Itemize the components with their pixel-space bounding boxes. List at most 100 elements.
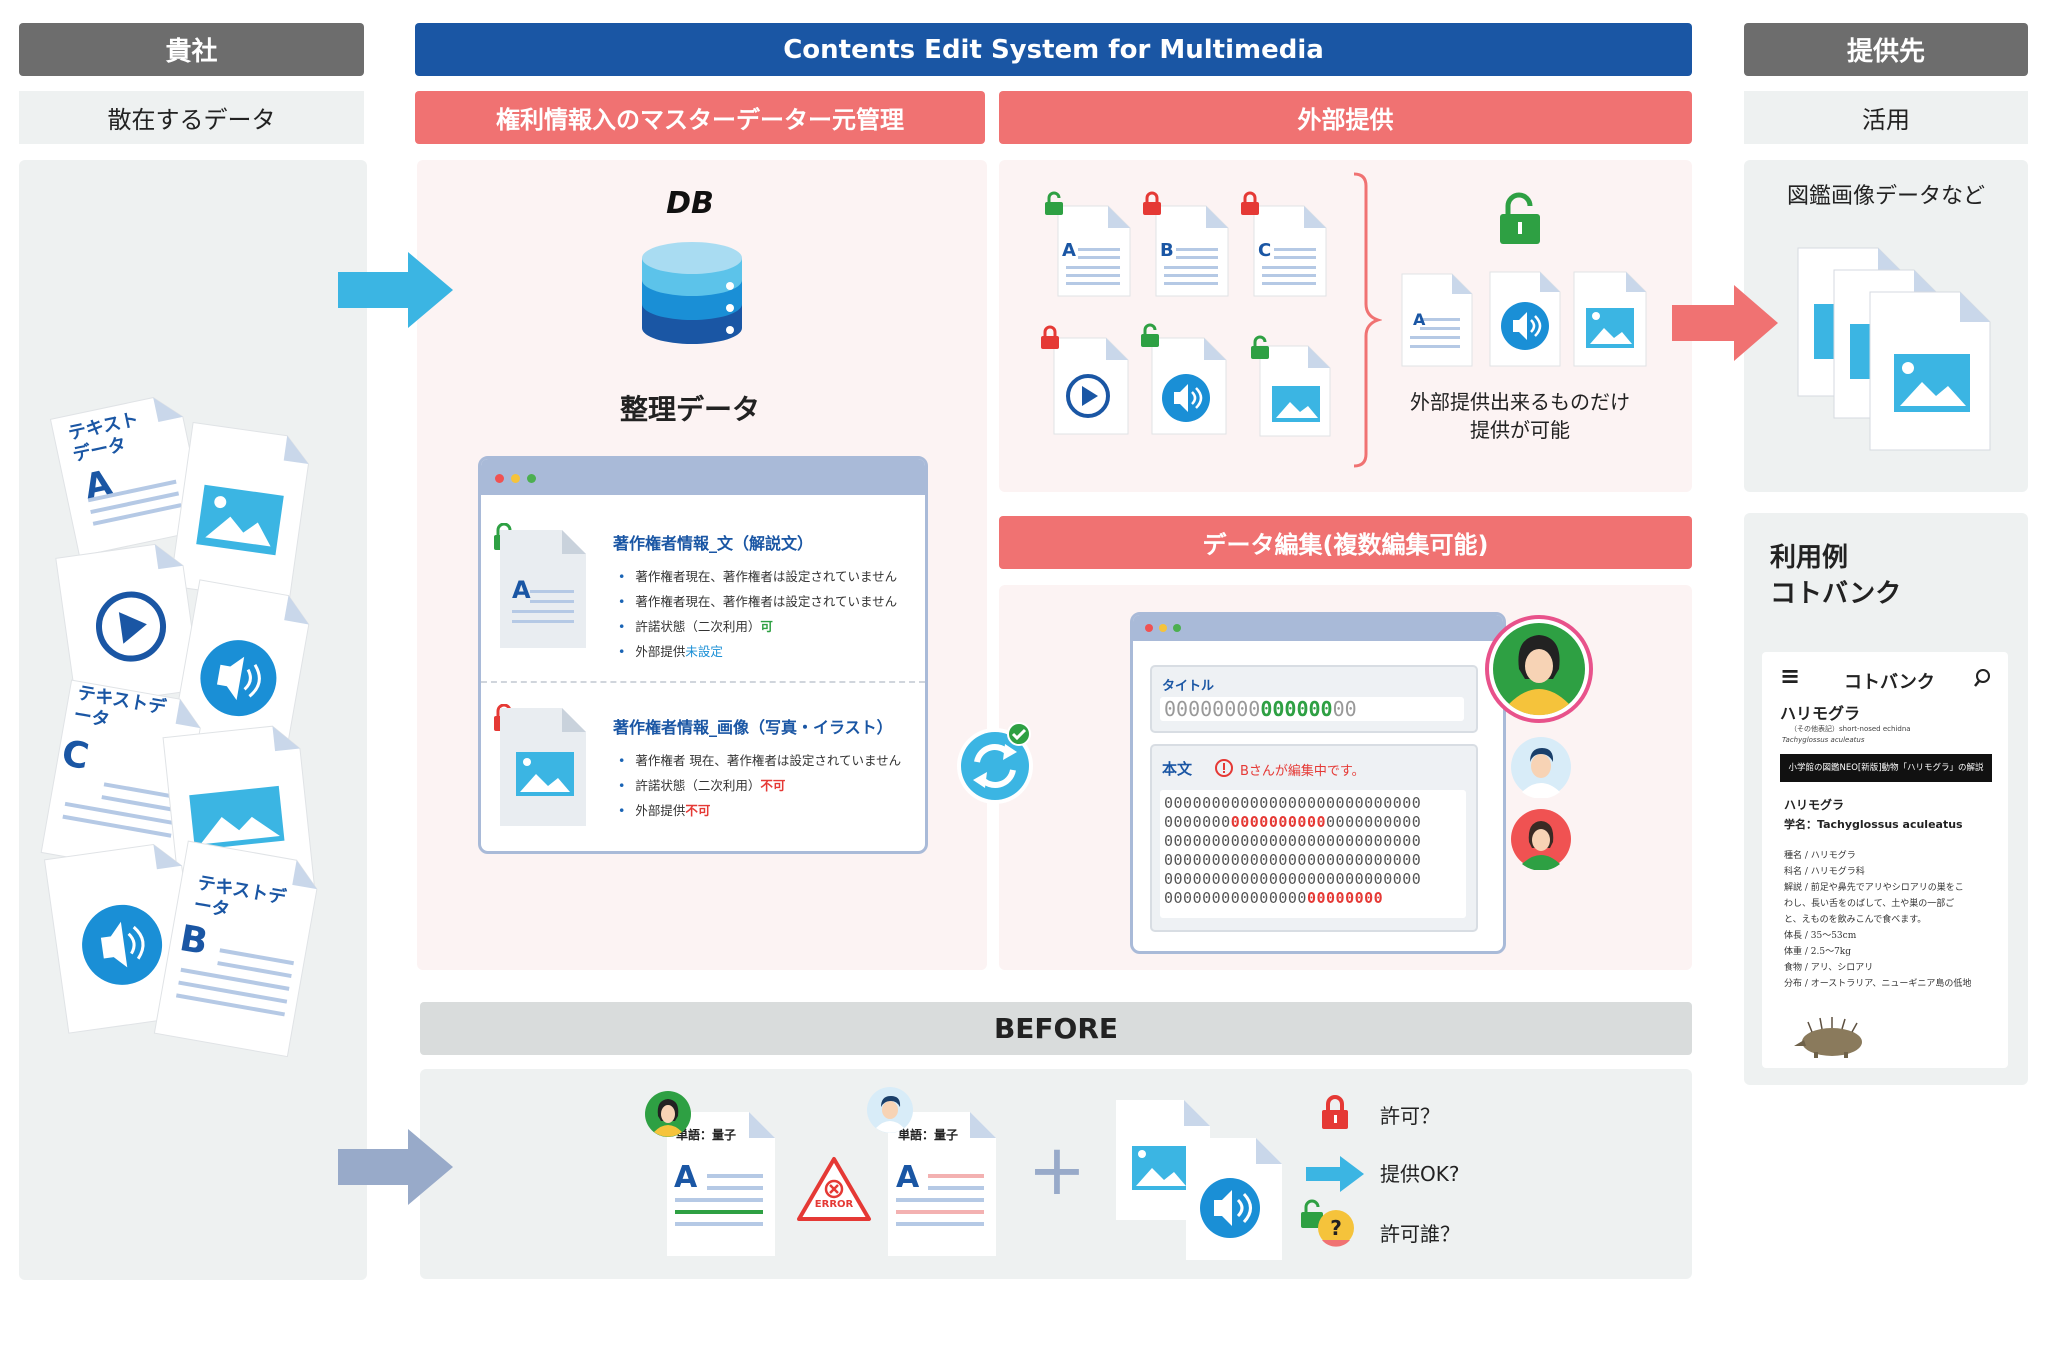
detail-line: わし、長い舌をのばして、土や巣の一部ご bbox=[1784, 899, 1955, 909]
item1-details: 著作権者現在、著作権者は設定されていません 著作権者現在、著作権者は設定されてい… bbox=[618, 560, 897, 666]
bracket bbox=[1353, 172, 1382, 468]
subheader-before: BEFORE bbox=[420, 1002, 1692, 1055]
unlock-icon bbox=[1500, 192, 1540, 244]
avatar-user-icon bbox=[867, 1087, 913, 1133]
avatar-editor-icon bbox=[645, 1091, 691, 1137]
avatar-user-icon bbox=[1511, 737, 1571, 798]
usage-example-title: 利用例 コトバンク bbox=[1770, 540, 1901, 612]
body-row: 000000000000000000000000000 bbox=[1164, 870, 1422, 888]
detail-line: 分布 / オーストラリア、ニューギニア島の低地 bbox=[1784, 979, 1972, 989]
kotobank-term: ハリモグラ bbox=[1780, 704, 1861, 723]
title-value: 0000000000000000 bbox=[1160, 697, 1464, 721]
kotobank-brand: コトバンク bbox=[1844, 672, 1935, 693]
arrow-right-icon bbox=[338, 252, 453, 328]
item1-line: 著作権者現在、著作権者は設定されていません bbox=[618, 566, 897, 585]
echidna-icon bbox=[1794, 1017, 1862, 1058]
error-label: ERROR bbox=[814, 1199, 854, 1210]
warning-icon bbox=[1215, 759, 1233, 777]
kotobank-details: 種名 / ハリモグラ 科名 / ハリモグラ科 解説 / 前足や鼻先でアリやシロア… bbox=[1784, 848, 1971, 992]
title-label: タイトル bbox=[1162, 679, 1215, 694]
detail-line: 解説 / 前足や鼻先でアリやシロアリの巣をこ bbox=[1784, 883, 1964, 893]
db-label: DB bbox=[666, 186, 714, 221]
text-document-icon bbox=[667, 1112, 775, 1256]
usage-line: 利用例 bbox=[1770, 543, 1849, 573]
detail-line: と、えものを飲みこんで食べます。 bbox=[1784, 915, 1927, 925]
media-documents bbox=[1116, 1100, 1282, 1260]
ext-letter-c: C bbox=[1258, 240, 1272, 261]
item2-title: 著作権者情報_画像（写真・イラスト） bbox=[613, 718, 893, 737]
kotobank-sci-small: Tachyglossus aculeatus bbox=[1782, 736, 1865, 744]
before-letter: A bbox=[896, 1160, 920, 1195]
body-row: 000000000000000000000000000 bbox=[1164, 794, 1422, 812]
kotobank-sci-label: 学名：Tachyglossus aculeatus bbox=[1784, 818, 1963, 831]
detail-line: 体長 / 35〜53cm bbox=[1784, 931, 1857, 941]
image-files-stack bbox=[1797, 247, 1991, 451]
before-letter: A bbox=[674, 1160, 698, 1195]
title-field[interactable]: タイトル 0000000000000000 bbox=[1150, 665, 1478, 733]
legend-who-permits: 許可誰？ bbox=[1380, 1222, 1460, 1246]
item1-permission: 許諾状態（二次利用）可 bbox=[618, 616, 897, 635]
svg-text:?: ? bbox=[1330, 1216, 1342, 1240]
legend-provide-ok: 提供OK? bbox=[1380, 1162, 1460, 1186]
text-document-icon bbox=[888, 1112, 996, 1256]
subheader-edit: データ編集(複数編集可能) bbox=[999, 516, 1692, 569]
text-document-icon bbox=[500, 530, 586, 648]
kotobank-banner: 小学館の図鑑NEO[新版]動物「ハリモグラ」の解説 bbox=[1780, 754, 1992, 782]
item2-details: 著作権者 現在、著作権者は設定されていません 許諾状態（二次利用）不可 外部提供… bbox=[618, 744, 901, 825]
panel-before bbox=[420, 1069, 1692, 1279]
avatar-editor-icon bbox=[1485, 615, 1593, 723]
ext-letter-a: A bbox=[1062, 240, 1076, 261]
organized-data-label: 整理データ bbox=[619, 393, 760, 426]
subheader-external: 外部提供 bbox=[999, 91, 1692, 144]
caption-line: 外部提供出来るものだけ bbox=[1410, 390, 1630, 414]
sync-icon bbox=[957, 722, 1033, 804]
header-provider: 提供先 bbox=[1744, 23, 2028, 76]
item1-letter: A bbox=[512, 576, 531, 604]
lock-icon bbox=[1322, 1095, 1348, 1129]
error-icon bbox=[797, 1157, 871, 1221]
ext-letter-b: B bbox=[1160, 240, 1174, 261]
external-docs bbox=[1041, 191, 1331, 437]
body-label: 本文 bbox=[1162, 760, 1193, 778]
kotobank-card: ≡ コトバンク ハリモグラ （その他表記）short-nosed echidna… bbox=[1762, 652, 2008, 1068]
word-label: 単語：量子 bbox=[676, 1128, 737, 1142]
external-result-docs bbox=[1401, 271, 1647, 367]
window-titlebar bbox=[1133, 615, 1503, 641]
item1-external: 外部提供未設定 bbox=[618, 641, 897, 660]
kotobank-alt: （その他表記）short-nosed echidna bbox=[1790, 725, 1911, 733]
detail-line: 体重 / 2.5〜7kg bbox=[1784, 947, 1852, 957]
body-row: 000000000000000000000000000 bbox=[1164, 813, 1422, 831]
detail-line: 種名 / ハリモグラ bbox=[1784, 851, 1856, 861]
body-row: 00000000000000000000000 bbox=[1164, 889, 1384, 907]
arrow-right-icon bbox=[1672, 285, 1778, 361]
body-row: 000000000000000000000000000 bbox=[1164, 832, 1422, 850]
legend-permission: 許可？ bbox=[1380, 1104, 1440, 1128]
question-lock-icon: ? bbox=[1301, 1199, 1354, 1247]
detail-line: 食物 / アリ、シロアリ bbox=[1784, 963, 1874, 973]
item1-line: 著作権者現在、著作権者は設定されていません bbox=[618, 591, 897, 610]
warning-text: Bさんが編集中です。 bbox=[1240, 764, 1365, 779]
plus-sign: + bbox=[1027, 1129, 1087, 1211]
image-document-icon bbox=[500, 708, 586, 826]
word-label: 単語：量子 bbox=[898, 1128, 959, 1142]
header-client: 貴社 bbox=[19, 23, 364, 76]
body-row: 000000000000000000000000000 bbox=[1164, 851, 1422, 869]
detail-line: 科名 / ハリモグラ科 bbox=[1784, 867, 1865, 877]
subheader-master: 権利情報入のマスターデーター元管理 bbox=[415, 91, 985, 144]
avatar-user-icon bbox=[1511, 809, 1571, 870]
menu-icon[interactable]: ≡ bbox=[1780, 662, 1801, 690]
scattered-docs bbox=[40, 397, 318, 1058]
kotobank-heading: ハリモグラ bbox=[1784, 798, 1845, 812]
search-icon[interactable] bbox=[1974, 668, 1994, 688]
window-titlebar bbox=[481, 459, 925, 495]
usage-line: コトバンク bbox=[1770, 579, 1902, 609]
caption-line: 提供が可能 bbox=[1470, 418, 1570, 442]
header-system: Contents Edit System for Multimedia bbox=[415, 23, 1692, 76]
item2-line: 著作権者 現在、著作権者は設定されていません bbox=[618, 750, 901, 769]
item2-permission: 許諾状態（二次利用）不可 bbox=[618, 775, 901, 794]
item1-title: 著作権者情報_文（解説文） bbox=[613, 534, 814, 553]
item2-external: 外部提供不可 bbox=[618, 800, 901, 819]
body-field[interactable]: 本文 Bさんが編集中です。 00000000000000000000000000… bbox=[1150, 744, 1478, 932]
external-caption: 外部提供出来るものだけ 提供が可能 bbox=[1390, 388, 1650, 444]
arrow-right-icon bbox=[1306, 1156, 1364, 1192]
